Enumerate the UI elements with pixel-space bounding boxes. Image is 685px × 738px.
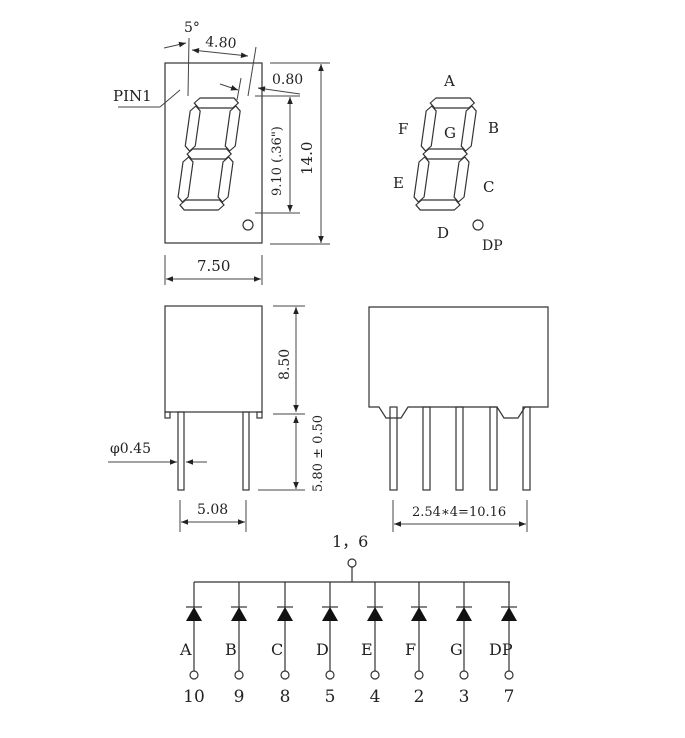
- pin-row-view: 2.54∗4=10.16: [368, 306, 549, 532]
- diode-pin-number: 10: [183, 687, 205, 707]
- diode-d: D5: [316, 582, 338, 707]
- pin1-label: PIN1: [113, 87, 152, 105]
- diode-f: F2: [405, 582, 427, 707]
- segment-c: [453, 156, 470, 203]
- segment-g: [422, 148, 468, 160]
- segment-f: [420, 105, 437, 152]
- pin: [422, 406, 431, 491]
- diode-a: A 10: [179, 582, 205, 707]
- segment-e: [413, 156, 430, 203]
- pin-terminal: [280, 670, 290, 680]
- segment-label-d: D: [437, 224, 449, 242]
- side-view: 8.50 5.80 ± 0.50 φ0.45 5.08: [108, 305, 326, 532]
- pin: [389, 406, 398, 491]
- diode-symbol-icon: [322, 607, 338, 621]
- diode-symbol-icon: [277, 607, 293, 621]
- pin-right: [242, 411, 250, 491]
- pin: [522, 406, 531, 491]
- segment-label-f: F: [398, 120, 408, 138]
- segment-label-a: A: [443, 72, 455, 90]
- diode-pin-number: 3: [459, 687, 470, 707]
- dp-segment: [472, 219, 484, 231]
- diode-symbol-icon: [186, 607, 202, 621]
- pin-spacing-label: 5.08: [197, 502, 228, 518]
- pin-length-label: 5.80 ± 0.50: [311, 415, 326, 492]
- diode-segment-label: E: [361, 640, 373, 659]
- pin-row-body-outline: [368, 306, 549, 419]
- pin-pitch-label: 2.54∗4=10.16: [412, 505, 506, 520]
- segment-g: [186, 148, 232, 160]
- segment-a: [193, 97, 240, 109]
- decimal-point-outline: [242, 219, 254, 231]
- diode-symbol-icon: [367, 607, 383, 621]
- diode-c: C8: [271, 582, 293, 707]
- diode-pin-number: 5: [325, 687, 336, 707]
- segment-b: [460, 105, 477, 152]
- diode-segment-label: A: [179, 640, 192, 659]
- segment-b: [224, 105, 241, 152]
- segment-label-b: B: [488, 119, 499, 137]
- diode-pin-number: 7: [504, 687, 515, 707]
- digit-height-label: 9.10 (.36"): [270, 126, 285, 196]
- diode-pin-number: 2: [414, 687, 425, 707]
- diode-symbol-icon: [231, 607, 247, 621]
- body-width-label: 7.50: [197, 257, 230, 275]
- diode-e: E4: [361, 582, 383, 707]
- segment-d: [179, 199, 225, 211]
- segment-f: [184, 105, 201, 152]
- side-body-outline: [164, 305, 263, 413]
- pin-terminal: [370, 670, 380, 680]
- segment-map-digit: [413, 97, 477, 211]
- segment-e: [177, 156, 194, 203]
- pin-left: [177, 411, 185, 491]
- pin-terminal: [459, 670, 469, 680]
- segment-label-e: E: [393, 174, 404, 192]
- diode-pin-number: 8: [280, 687, 291, 707]
- pin-terminal: [189, 670, 199, 680]
- diode-segment-label: B: [225, 640, 237, 659]
- pin-terminal: [325, 670, 335, 680]
- diode-segment-label: G: [450, 640, 463, 659]
- segment-map: A B C D E F G DP: [393, 72, 503, 254]
- diode-symbol-icon: [501, 607, 517, 621]
- diode-segment-label: DP: [489, 640, 513, 659]
- diode-dp: DP 7: [489, 582, 517, 707]
- common-anode-pin-label: 1，6: [332, 532, 368, 551]
- diode-segment-label: F: [405, 640, 416, 659]
- diode-g: G3: [450, 582, 472, 707]
- display-body-outline: [164, 62, 263, 244]
- side-body-height-label: 8.50: [277, 349, 293, 380]
- diode-symbol-icon: [411, 607, 427, 621]
- body-height-label: 14.0: [298, 142, 316, 175]
- digit-outline: [177, 97, 241, 211]
- pin: [455, 406, 464, 491]
- segment-c: [217, 156, 234, 203]
- pin-terminal: [234, 670, 244, 680]
- diode-symbol-icon: [456, 607, 472, 621]
- angle-label: 5°: [184, 20, 200, 36]
- pin: [489, 406, 498, 491]
- diode-segment-label: C: [271, 640, 283, 659]
- diode-pin-number: 9: [234, 687, 245, 707]
- common-pin-terminal: [347, 558, 357, 568]
- pin-terminal: [414, 670, 424, 680]
- diode-segment-label: D: [316, 640, 329, 659]
- segment-a: [429, 97, 476, 109]
- segment-label-c: C: [483, 178, 494, 196]
- diode-pin-number: 4: [370, 687, 381, 707]
- pin-diameter-label: φ0.45: [110, 441, 151, 457]
- segment-offset-label: 0.80: [272, 72, 303, 88]
- diode-b: B9: [225, 582, 247, 707]
- segment-label-dp: DP: [482, 238, 503, 254]
- segment-d: [415, 199, 461, 211]
- digit-width-label: 4.80: [205, 34, 237, 52]
- front-view: 5° 4.80 0.80 PIN1 9.10 (.36") 14.0 7.50: [113, 20, 330, 285]
- pin-terminal: [504, 670, 514, 680]
- segment-label-g: G: [444, 124, 456, 142]
